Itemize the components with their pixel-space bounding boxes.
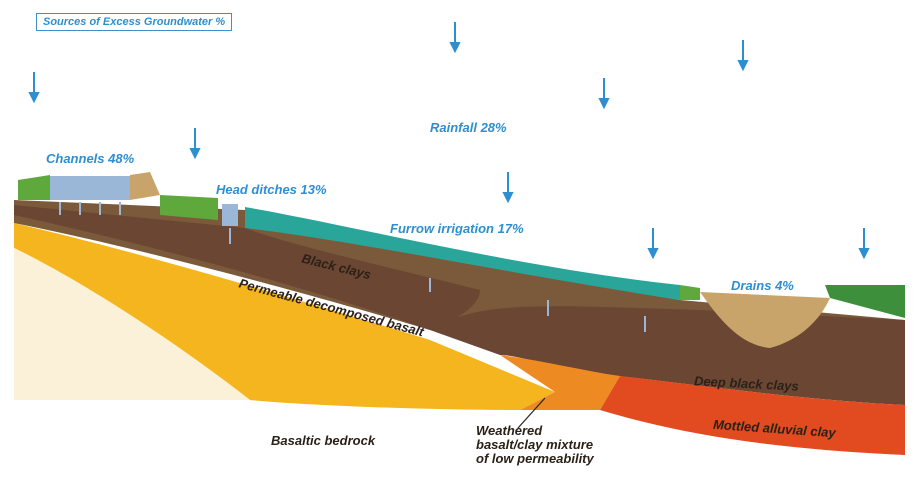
drain-ditch bbox=[700, 292, 830, 348]
label-weathered-line-3: of low permeability bbox=[476, 451, 594, 466]
mottled-clay-layer bbox=[600, 376, 905, 455]
label-weathered: Weathered basalt/clay mixture of low per… bbox=[476, 424, 594, 466]
label-bedrock: Basaltic bedrock bbox=[271, 433, 376, 448]
rain-arrow-icon bbox=[28, 72, 40, 104]
drain-grass-left bbox=[680, 285, 700, 300]
rain-arrow-icon bbox=[449, 22, 461, 54]
channel-bank-right bbox=[130, 172, 160, 200]
rainfall-arrows bbox=[28, 22, 870, 260]
bedrock-area bbox=[14, 248, 250, 400]
label-head-ditches: Head ditches 13% bbox=[216, 182, 327, 197]
furrow-water bbox=[245, 207, 680, 300]
label-rainfall: Rainfall 28% bbox=[430, 120, 507, 135]
channel-water bbox=[50, 176, 130, 200]
label-weathered-line-1: Weathered bbox=[476, 423, 543, 438]
rain-arrow-icon bbox=[598, 78, 610, 110]
diagram-title: Sources of Excess Groundwater % bbox=[36, 13, 233, 31]
rain-arrow-icon bbox=[502, 172, 514, 204]
label-weathered-line-2: basalt/clay mixture bbox=[476, 437, 594, 452]
head-ditch bbox=[222, 204, 238, 226]
right-grass bbox=[825, 285, 905, 318]
rain-arrow-icon bbox=[737, 40, 749, 72]
weathered-layer bbox=[500, 355, 620, 410]
label-channels: Channels 48% bbox=[46, 151, 135, 166]
weathered-pointer bbox=[517, 397, 546, 429]
label-furrow-irrigation: Furrow irrigation 17% bbox=[390, 221, 524, 236]
mid-grass bbox=[160, 195, 218, 220]
black-clays-layer bbox=[14, 205, 480, 330]
seepage-arrows bbox=[59, 202, 646, 332]
rain-arrow-icon bbox=[858, 228, 870, 260]
rain-arrow-icon bbox=[647, 228, 659, 260]
rain-arrow-icon bbox=[189, 128, 201, 160]
label-drains: Drains 4% bbox=[731, 278, 794, 293]
permeable-basalt-layer bbox=[14, 223, 555, 410]
left-bank bbox=[18, 175, 50, 200]
